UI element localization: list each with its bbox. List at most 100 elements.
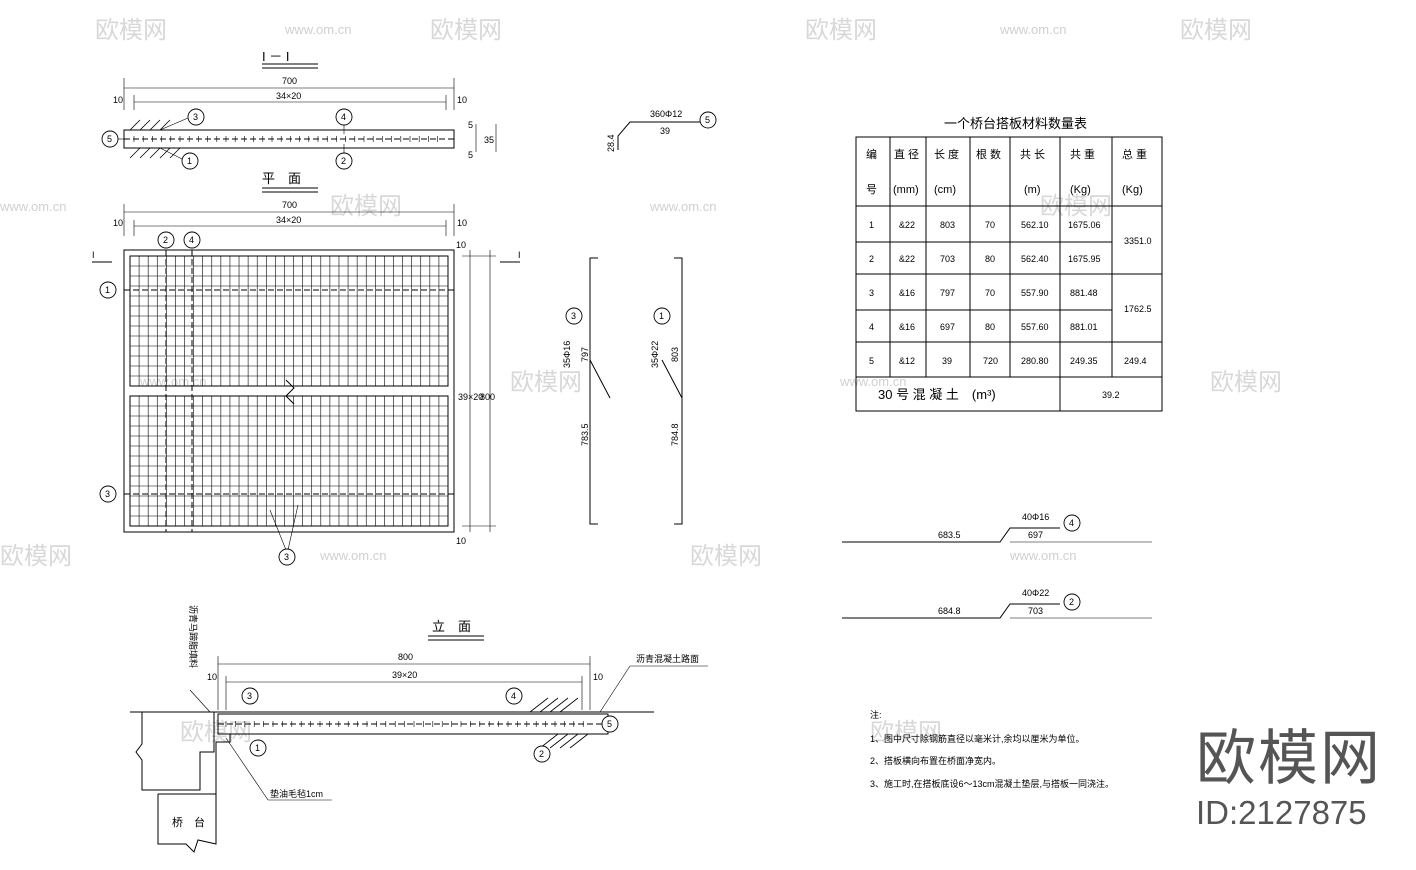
bubble-label: 1 (659, 311, 664, 321)
table-cell: 797 (940, 288, 955, 298)
table-header: (Kg) (1122, 184, 1143, 196)
watermark-brand: 欧模网 (870, 719, 942, 746)
label-abutment: 桥 台 (172, 815, 205, 829)
table-cell: 2 (869, 254, 874, 264)
watermark-brand: 欧模网 (0, 543, 72, 570)
abutment-body (158, 734, 231, 795)
rebar-detail-1: 35Φ22 803 784.8 1 (650, 257, 683, 525)
elevation-dim-end-right: 10 (593, 672, 603, 682)
table-cell: 249.35 (1070, 356, 1098, 366)
table-cell: 881.48 (1070, 288, 1098, 298)
brand-block: 欧模网 ID:2127875 (1196, 728, 1396, 832)
table-cell: 697 (940, 322, 955, 332)
watermark-domain: www.om.cn (1009, 548, 1076, 563)
section-hatch (129, 119, 181, 159)
bubble-label: 1 (255, 743, 260, 753)
rebar4-length: 697 (1028, 530, 1043, 540)
plan-slab-outline (123, 249, 455, 533)
section-dim-total: 700 (282, 76, 297, 86)
rebar3-straight: 783.5 (580, 423, 590, 446)
plan-mesh-upper (129, 255, 449, 387)
rebar2-straight: 684.8 (938, 606, 961, 616)
table-cell: &22 (899, 220, 915, 230)
table-cell: 562.10 (1021, 220, 1049, 230)
bubble-3 (187, 108, 205, 126)
label-felt: 垫油毛毡1cm (270, 788, 323, 799)
table-cell: 1675.06 (1068, 220, 1101, 230)
table-header: 长 度 (934, 147, 959, 161)
watermark-brand: 欧模网 (690, 543, 762, 570)
watermark-brand: 欧模网 (510, 369, 582, 396)
rebar1-length: 803 (670, 347, 680, 362)
label-asphalt-filler: 沥青马蹄脂填料 (188, 605, 199, 668)
rebar1-straight: 784.8 (670, 423, 680, 446)
bubble-2 (335, 152, 353, 170)
plan-dim-right-top: 10 (456, 240, 466, 250)
section-dim-end-right: 10 (457, 95, 467, 105)
table-header: 共 重 (1070, 147, 1095, 161)
bubble-3 (99, 485, 117, 503)
table-header: 号 (866, 183, 877, 196)
bubble-2 (157, 231, 175, 249)
rebar-detail-5: 360Φ12 39 28.4 5 (606, 109, 717, 152)
table-cell: &12 (899, 356, 915, 366)
rebar5-hook: 28.4 (606, 134, 616, 152)
watermark-domain: www.om.cn (0, 199, 66, 214)
bubble-5 (601, 715, 619, 733)
plan-view: 平 面 700 34×20 10 10 I I 10 10 39×2 (92, 171, 521, 566)
rebar4-spec: 40Φ16 (1022, 512, 1049, 522)
table-cell: 562.40 (1021, 254, 1049, 264)
section-dim-end-left: 10 (113, 95, 123, 105)
brand-name: 欧模网 (1196, 725, 1382, 792)
plan-mesh-lower (129, 395, 449, 527)
bubble-5 (101, 130, 119, 148)
table-cell: 881.01 (1070, 322, 1098, 332)
table-row: 4 &16 697 80 557.60 881.01 (869, 322, 1098, 332)
plan-dim-right-sub: 39×20 (458, 392, 483, 402)
watermark-brand: 欧模网 (805, 17, 877, 44)
bubble-4 (505, 687, 523, 705)
bubble-label: 4 (341, 112, 346, 122)
rebar2-spec: 40Φ22 (1022, 588, 1049, 598)
section-title: I － I (262, 49, 289, 64)
bubble-label: 2 (539, 749, 544, 759)
table-cell: 720 (983, 356, 998, 366)
concrete-label: 30 号 混 凝 土 (m³) (878, 387, 996, 402)
watermark-domain: www.om.cn (284, 22, 351, 37)
watermark-brand: 欧模网 (430, 17, 502, 44)
table-title: 一个桥台搭板材料数量表 (944, 116, 1087, 131)
bubble-5 (699, 111, 717, 129)
section-dim-right-mid: 35 (484, 135, 494, 145)
table-header: 编 (866, 147, 877, 161)
table-cell: 1 (869, 220, 874, 230)
watermark-domain: www.om.cn (139, 374, 206, 389)
label-asphalt-pavement: 沥青混凝土路面 (636, 653, 699, 664)
watermark-domain: www.om.cn (649, 199, 716, 214)
bubble-label: 2 (163, 235, 168, 245)
table-cell: &16 (899, 322, 915, 332)
elevation-dim-total: 800 (398, 652, 413, 662)
plan-dim-sub: 34×20 (276, 215, 301, 225)
rebar3-spec: 35Φ16 (562, 341, 572, 368)
table-cell: 70 (985, 220, 995, 230)
rebar2-length: 703 (1028, 606, 1043, 616)
watermark-brand: 欧模网 (1180, 17, 1252, 44)
bubble-3 (565, 307, 583, 325)
material-table: 一个桥台搭板材料数量表 编 号 直 径 (mm) 长 度 (cm) 根 数 共 … (855, 116, 1163, 412)
table-header: (cm) (934, 184, 956, 196)
table-cell: 80 (985, 254, 995, 264)
plan-dim-end-right: 10 (457, 218, 467, 228)
section-view: I － I 700 34×20 10 10 (101, 49, 497, 170)
table-cell: 280.80 (1021, 356, 1049, 366)
table-row: 5 &12 39 720 280.80 249.35 (869, 356, 1098, 366)
section-dim-right-bot: 5 (468, 150, 473, 160)
bubble-label: 5 (107, 134, 112, 144)
bubble-label: 4 (1069, 518, 1074, 528)
plan-title: 平 面 (262, 171, 301, 186)
rebar-detail-2: 684.8 40Φ22 703 2 (842, 588, 1152, 619)
plan-dim-right-bot: 10 (456, 536, 466, 546)
bubble-label: 5 (607, 719, 612, 729)
notes-heading: 注: (870, 709, 882, 720)
rebar-detail-3: 35Φ16 797 783.5 3 (562, 257, 611, 525)
